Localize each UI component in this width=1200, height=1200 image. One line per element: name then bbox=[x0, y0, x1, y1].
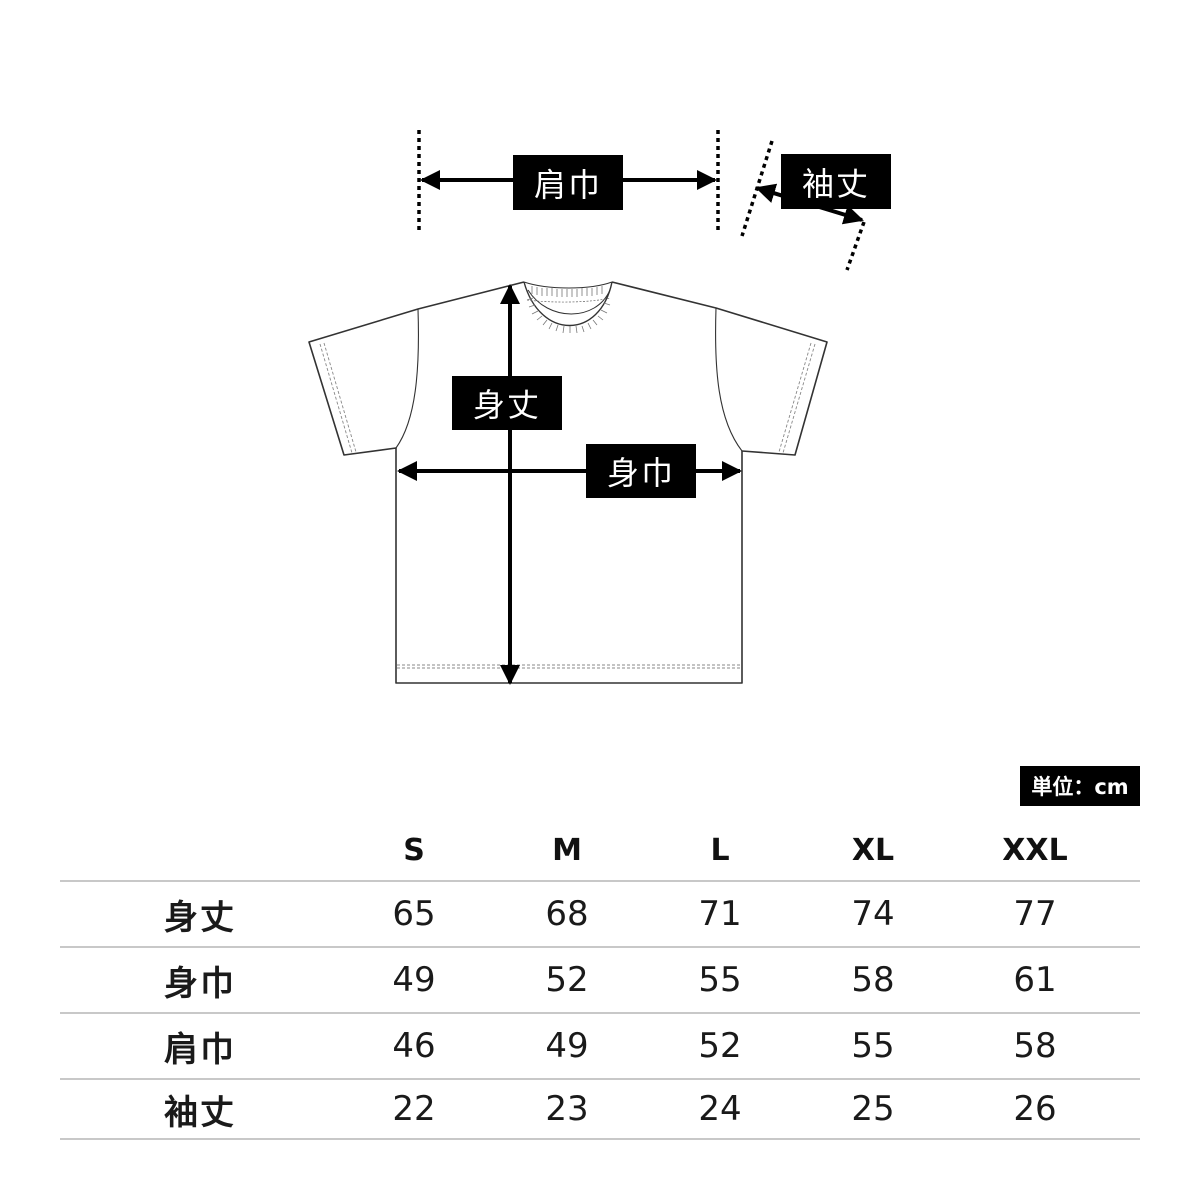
table-cell: 23 bbox=[545, 1089, 589, 1129]
table-row: 袖丈 22 23 24 25 26 bbox=[60, 1078, 1140, 1140]
tshirt-measurement-diagram: 肩巾 袖丈 身丈 身巾 bbox=[308, 130, 891, 685]
table-row: 身巾 49 52 55 58 61 bbox=[60, 946, 1140, 1012]
body-length-label: 身丈 bbox=[452, 376, 562, 430]
table-cell: 71 bbox=[698, 894, 742, 934]
unit-badge: 単位：cm bbox=[1020, 766, 1140, 806]
table-cell: 68 bbox=[545, 894, 589, 934]
column-header-m: M bbox=[552, 832, 582, 868]
column-header-xxl: XXL bbox=[1002, 832, 1068, 868]
table-cell: 65 bbox=[392, 894, 436, 934]
column-header-s: S bbox=[403, 832, 425, 868]
sleeve-length-label: 袖丈 bbox=[781, 154, 891, 209]
row-label: 身丈 bbox=[164, 897, 236, 938]
size-table: S M L XL XXL 身丈 65 68 71 74 77 身巾 49 52 … bbox=[60, 820, 1140, 1140]
table-cell: 58 bbox=[851, 960, 895, 1000]
table-cell: 77 bbox=[1013, 894, 1057, 934]
row-label: 身巾 bbox=[164, 963, 236, 1004]
column-header-xl: XL bbox=[851, 832, 895, 868]
table-cell: 49 bbox=[545, 1026, 589, 1066]
table-cell: 61 bbox=[1013, 960, 1057, 1000]
table-cell: 26 bbox=[1013, 1089, 1057, 1129]
table-cell: 74 bbox=[851, 894, 895, 934]
table-cell: 55 bbox=[698, 960, 742, 1000]
row-label: 袖丈 bbox=[164, 1092, 236, 1133]
table-cell: 58 bbox=[1013, 1026, 1057, 1066]
table-cell: 52 bbox=[698, 1026, 742, 1066]
row-label: 肩巾 bbox=[164, 1029, 236, 1070]
table-cell: 52 bbox=[545, 960, 589, 1000]
table-header-row: S M L XL XXL bbox=[60, 820, 1140, 880]
tshirt-outline-icon bbox=[308, 130, 866, 685]
table-cell: 49 bbox=[392, 960, 436, 1000]
table-cell: 25 bbox=[851, 1089, 895, 1129]
table-row: 肩巾 46 49 52 55 58 bbox=[60, 1012, 1140, 1078]
column-header-l: L bbox=[710, 832, 730, 868]
table-cell: 46 bbox=[392, 1026, 436, 1066]
table-cell: 22 bbox=[392, 1089, 436, 1129]
table-cell: 55 bbox=[851, 1026, 895, 1066]
body-width-label: 身巾 bbox=[586, 444, 696, 498]
shoulder-width-label: 肩巾 bbox=[513, 155, 623, 210]
table-row: 身丈 65 68 71 74 77 bbox=[60, 880, 1140, 946]
table-cell: 24 bbox=[698, 1089, 742, 1129]
